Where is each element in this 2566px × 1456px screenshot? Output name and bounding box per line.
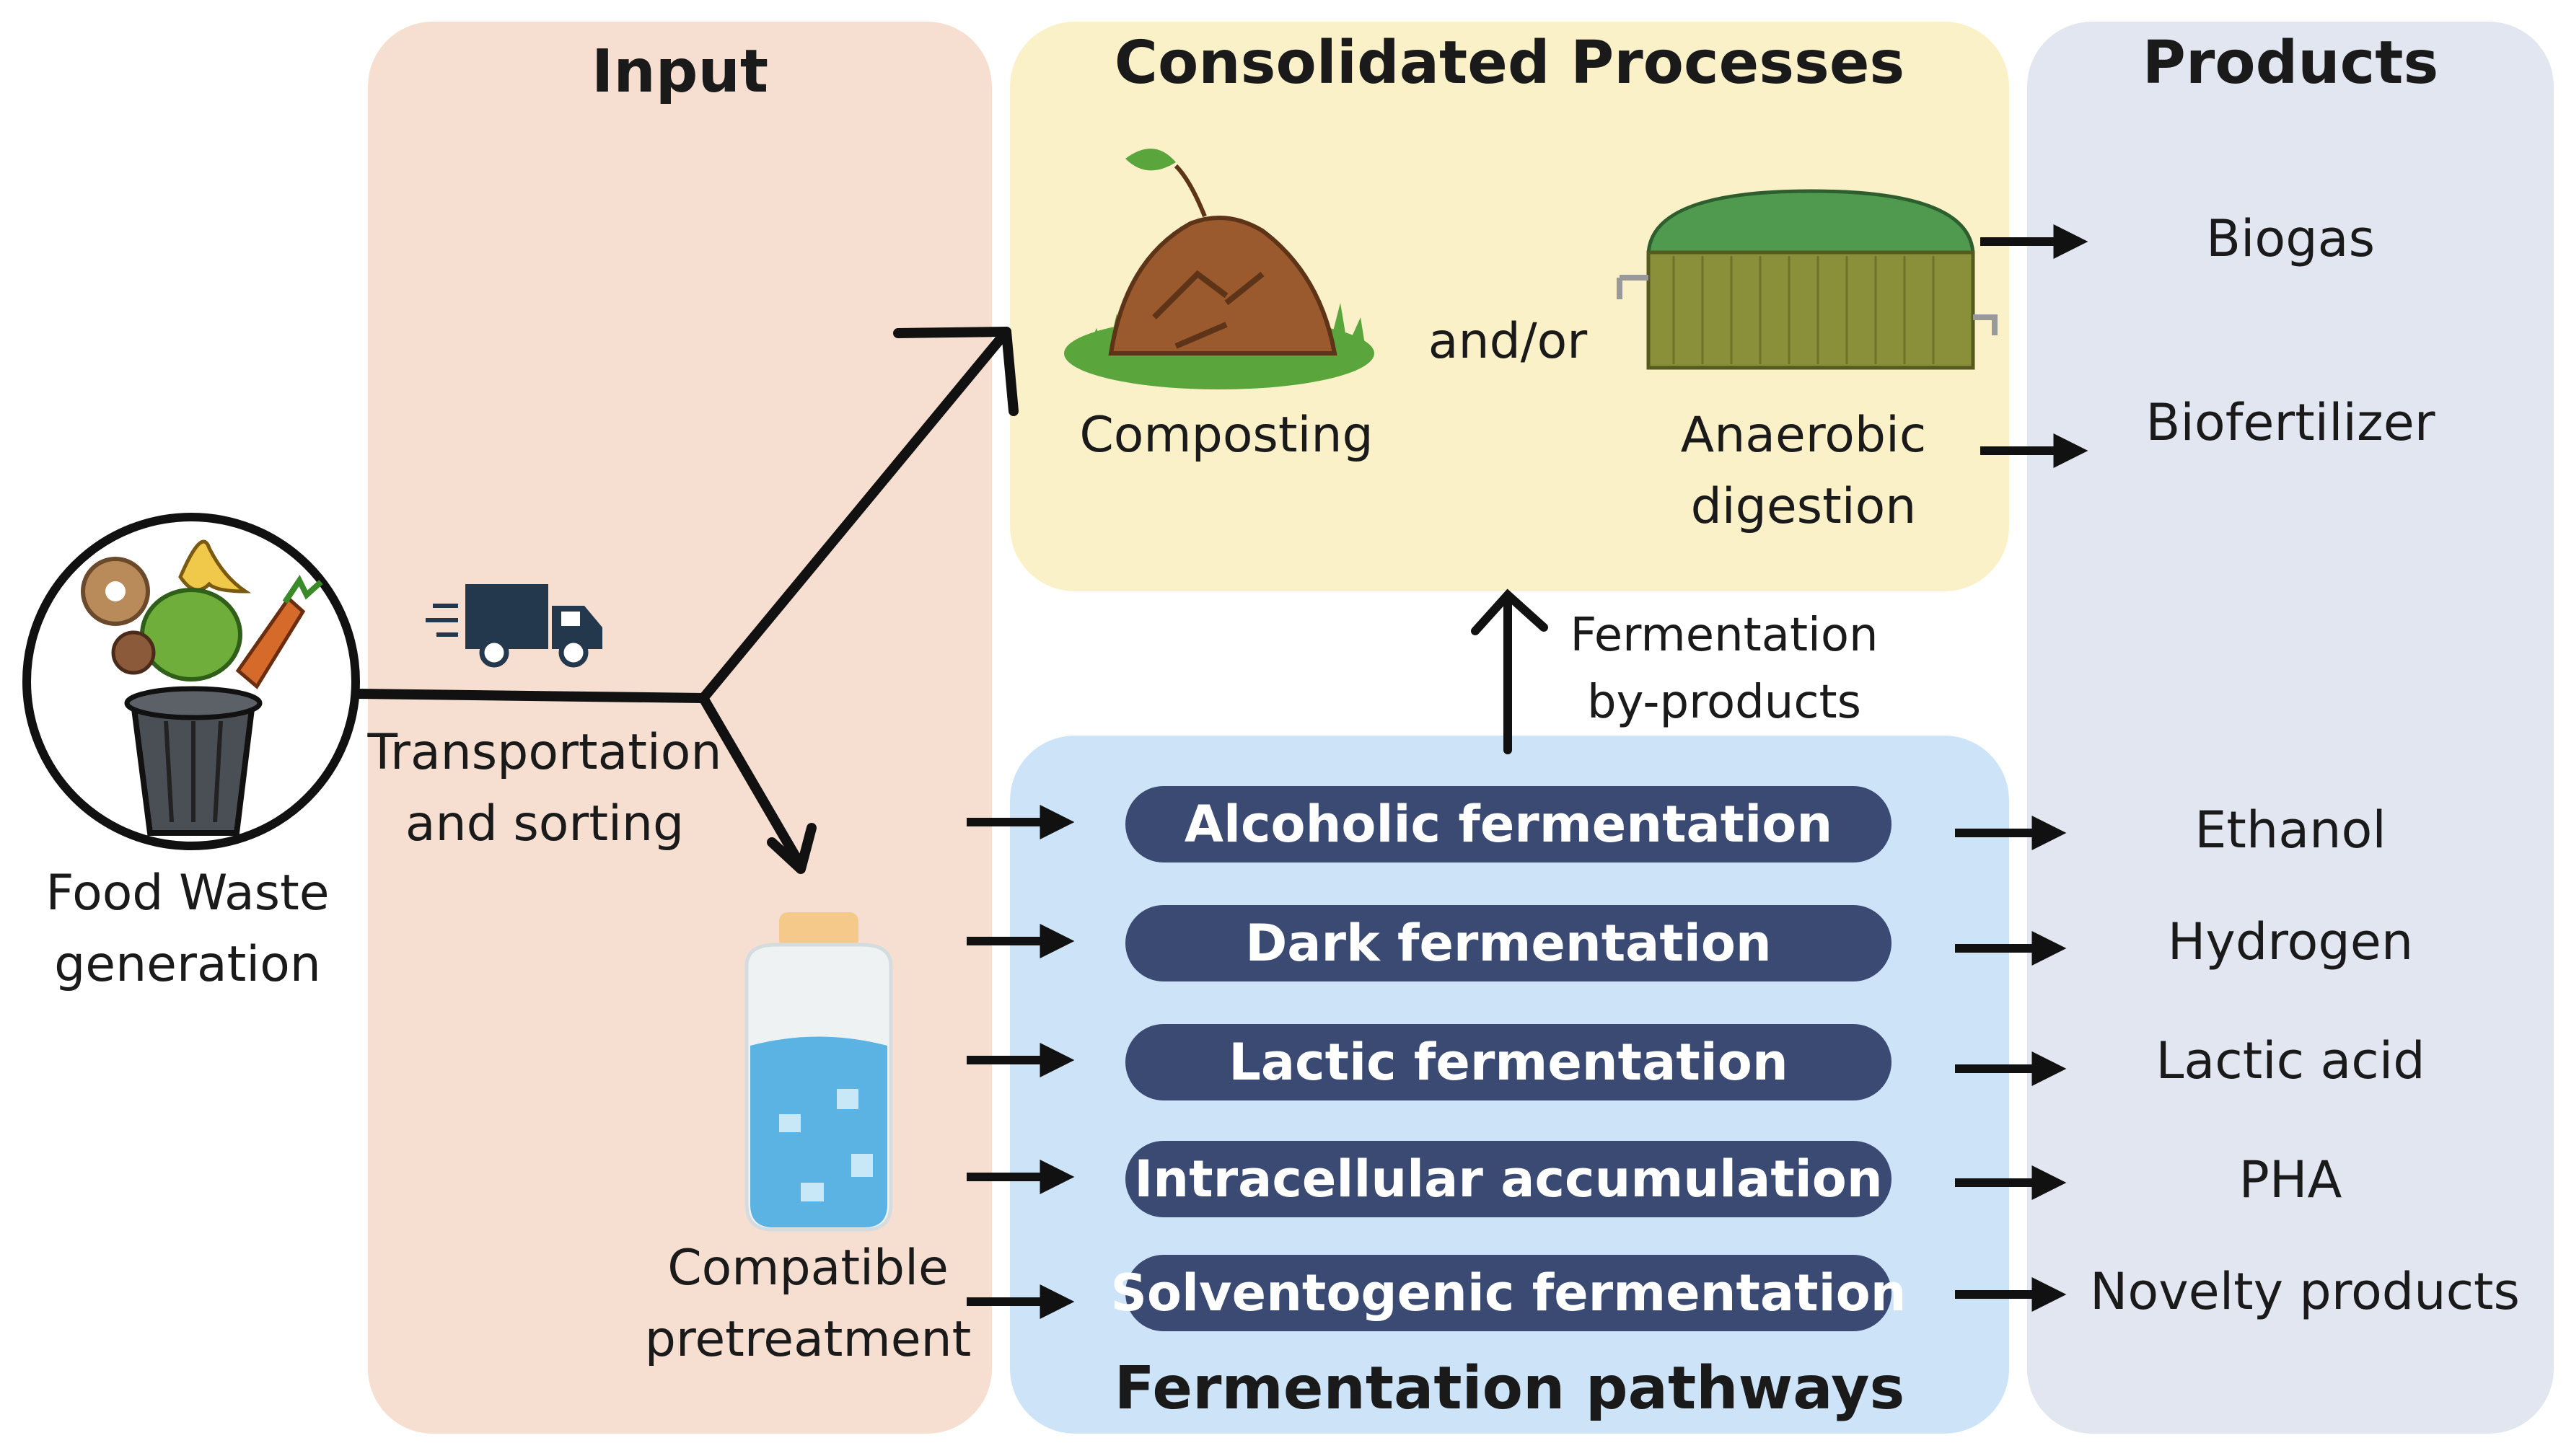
input-title: Input: [591, 37, 769, 106]
pretreatment-label: Compatible pretreatment: [620, 1233, 996, 1375]
pretreatment-label-line-1: Compatible: [667, 1240, 949, 1297]
byproducts-label: Fermentation by-products: [1544, 602, 1904, 736]
pathway-alcoholic-fermentation: Alcoholic fermentation: [1125, 786, 1891, 862]
product-arrows: [1955, 224, 2088, 1312]
anaerobic-digester-icon: [1617, 189, 1998, 370]
pathway-solventogenic-fermentation: Solventogenic fermentation: [1110, 1255, 1907, 1331]
products-panel: [2027, 22, 2554, 1434]
product-biofertilizer: Biofertilizer: [2145, 393, 2435, 452]
product-lactic-acid: Lactic acid: [2156, 1031, 2425, 1090]
food-waste-label-line-1: Food Waste: [45, 865, 330, 922]
composting-label: Composting: [1079, 407, 1374, 464]
byproducts-label-line-2: by-products: [1587, 675, 1861, 729]
pretreatment-label-line-2: pretreatment: [644, 1310, 972, 1368]
pathway-dark-fermentation: Dark fermentation: [1125, 905, 1891, 981]
product-novelty-products: Novelty products: [2090, 1262, 2520, 1321]
byproducts-arrow: [1471, 588, 1548, 754]
food-waste-bin-icon: [22, 513, 360, 850]
fermentation-pathways-title: Fermentation pathways: [1114, 1354, 1905, 1423]
anaerobic-digestion-label-line-2: digestion: [1690, 477, 1917, 535]
anaerobic-digestion-label: Anaerobic digestion: [1630, 400, 1977, 542]
products-title: Products: [2142, 29, 2439, 97]
pathway-lactic-fermentation: Lactic fermentation: [1125, 1024, 1891, 1100]
anaerobic-digestion-label-line-1: Anaerobic: [1680, 407, 1927, 464]
pathway-intracellular-accumulation: Intracellular accumulation: [1125, 1141, 1891, 1217]
product-ethanol: Ethanol: [2194, 800, 2386, 860]
consolidated-processes-title: Consolidated Processes: [1114, 29, 1905, 97]
product-pha: PHA: [2238, 1150, 2342, 1209]
pathway-input-arrows: [967, 805, 1075, 1319]
product-biogas: Biogas: [2205, 209, 2376, 268]
and-or-label: and/or: [1428, 313, 1588, 370]
food-waste-label-line-2: generation: [54, 935, 321, 993]
compost-heap-icon: [1064, 149, 1374, 389]
truck-icon: [426, 584, 602, 668]
input-flow-arrows: [352, 327, 1019, 874]
byproducts-label-line-1: Fermentation: [1570, 609, 1879, 662]
food-waste-label: Food Waste generation: [14, 858, 361, 1000]
product-hydrogen: Hydrogen: [2167, 912, 2414, 971]
transportation-label-line-1: Transportation: [367, 724, 722, 781]
pretreatment-bottle-icon: [744, 912, 893, 1232]
transportation-label: Transportation and sorting: [364, 718, 725, 860]
transportation-label-line-2: and sorting: [405, 795, 685, 852]
